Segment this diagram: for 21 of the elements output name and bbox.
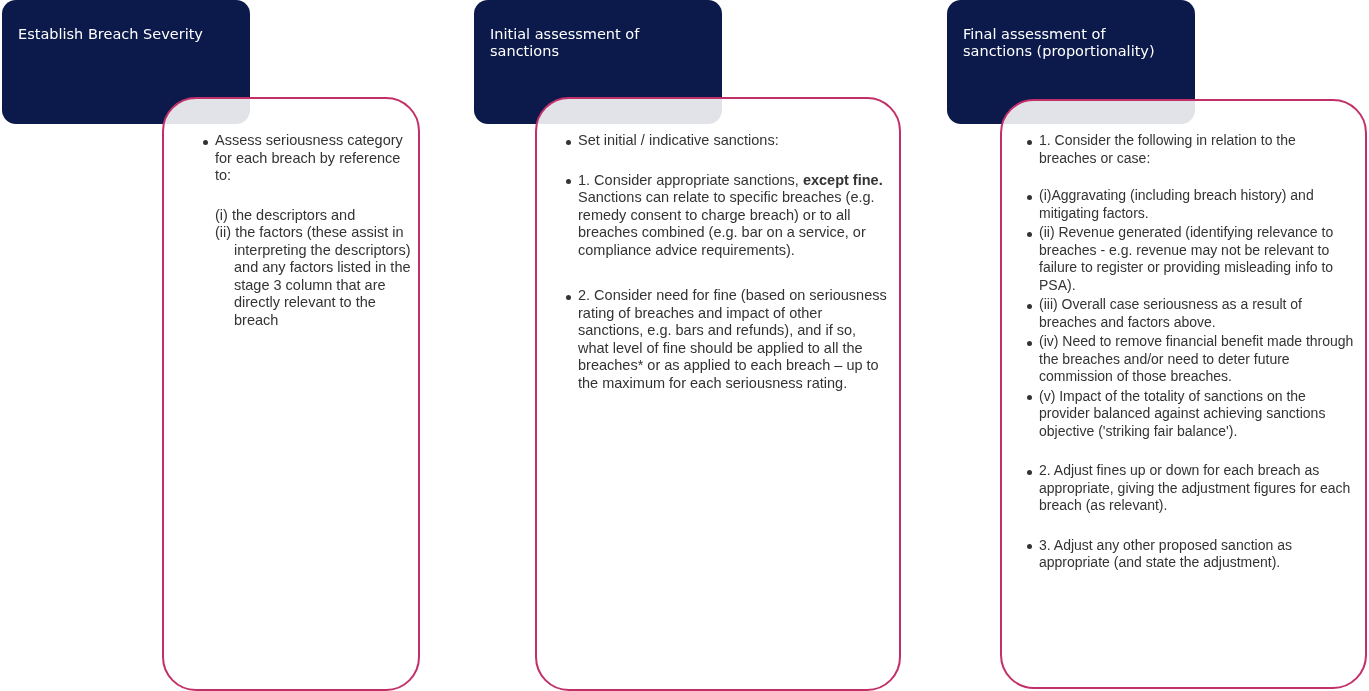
bullet-point-text: Set initial / indicative sanctions: bbox=[565, 132, 889, 150]
stage-heading: Initial assessment of sanctions bbox=[490, 26, 641, 60]
bullet-point-text: 3. Adjust any other proposed sanction as appropriate (and state the adjustment). bbox=[1026, 536, 1355, 572]
bullet-point-text: (iii) Overall case seriousness as a result of breaches and factors above. bbox=[1026, 296, 1355, 331]
bullet-point-text: 1. Consider appropriate sanctions, except fine. Sanctions can relate to specific breaches (e.g. remedy consent to charge breach) or to all breaches combined (e.g. bar on a service, or compliance advice requirements). bbox=[565, 171, 889, 259]
bullet-point-text: (iv) Need to remove financial benefit made through the breaches and/or need to deter future commission of those breaches. bbox=[1026, 333, 1355, 386]
bullet-point-text: (v) Impact of the totality of sanctions on the provider balanced against achieving sanctions objective ('striking fair balance'). bbox=[1026, 387, 1355, 440]
stage-header-box bbox=[2, 0, 250, 124]
list-item-text: (i) the descriptors and bbox=[214, 206, 357, 224]
bullet-point-text: 2. Adjust fines up or down for each breach as appropriate, giving the adjustment figures for each breach (as relevant). bbox=[1026, 462, 1355, 515]
stage-heading: Final assessment of sanctions (proportionality) bbox=[963, 26, 1156, 60]
bullet-point-text: 2. Consider need for fine (based on seriousness rating of breaches and impact of other sanctions, e.g. bars and refunds), and if so, what level of fine should be applied to all the breaches* or as applied to each breach – up to the maximum for each seriousness rating. bbox=[565, 287, 889, 392]
list-item-text: (ii) the factors (these assist in interpreting the descriptors) and any factors listed in the stage 3 column that are directly relevant to the breach bbox=[214, 224, 412, 329]
stage-content-card bbox=[535, 97, 901, 691]
stage-content-card bbox=[162, 97, 420, 691]
bullet-point-text: (i)Aggravating (including breach history) and mitigating factors. bbox=[1026, 187, 1355, 222]
stage-heading: Establish Breach Severity bbox=[18, 26, 204, 43]
stage-content-card bbox=[1000, 99, 1367, 689]
bullet-point-text: (ii) Revenue generated (identifying relevance to breaches - e.g. revenue may not be relevant to failure to register or providing misleading info to PSA). bbox=[1026, 224, 1355, 294]
bullet-point-text: 1. Consider the following in relation to the breaches or case: bbox=[1026, 132, 1355, 167]
bullet-point-text: Assess seriousness category for each breach by reference to: bbox=[202, 132, 412, 185]
